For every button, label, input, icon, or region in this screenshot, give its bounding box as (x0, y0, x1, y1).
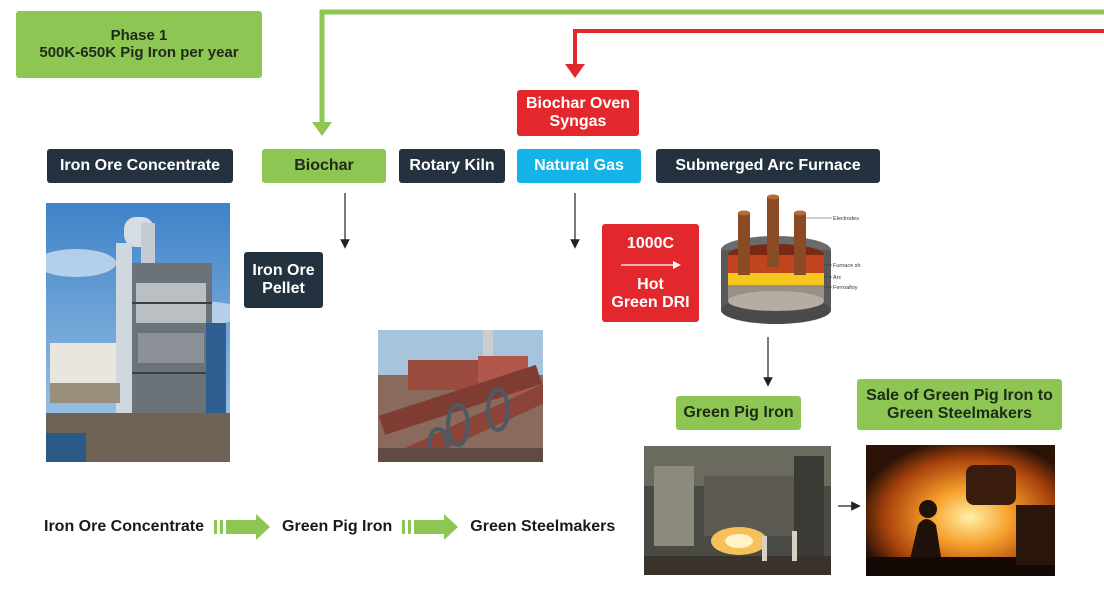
phase-title: Phase 1 (110, 27, 168, 44)
dri-line2: Green DRI (611, 293, 690, 311)
flow-step-green-pig-iron: Green Pig Iron (282, 518, 393, 535)
flow-step-green-steelmakers: Green Steelmakers (470, 518, 616, 535)
rotary-kiln-photo (378, 330, 543, 462)
sale-line2: Green Steelmakers (887, 404, 1032, 422)
iron-ore-pellet-line2: Pellet (262, 280, 305, 297)
rotary-kiln-label: Rotary Kiln (399, 149, 505, 183)
flow-arrow-icon (214, 514, 271, 540)
furnace-operation-photo (644, 446, 831, 575)
furnace-shell-label: Furnace sh (833, 263, 861, 269)
red-feedback-line (573, 29, 1104, 66)
phase-capacity: 500K-650K Pig Iron per year (39, 43, 239, 61)
biochar-oven-syngas-box: Biochar Oven Syngas (517, 90, 639, 136)
hot-green-dri-box: 1000C Hot Green DRI (602, 224, 699, 322)
steelmaking-photo (866, 445, 1055, 576)
ferroalloy-label: Ferroalloy (833, 285, 858, 291)
submerged-arc-furnace-diagram: Electrodes Furnace sh Arc Ferroalloy (712, 193, 864, 328)
electrodes-label: Electrodes (833, 216, 859, 222)
arc-label: Arc (833, 275, 842, 281)
iron-ore-concentrate-label: Iron Ore Concentrate (47, 149, 233, 183)
flow-arrow-icon (402, 514, 459, 540)
flow-step-iron-ore-concentrate: Iron Ore Concentrate (44, 518, 205, 535)
green-feedback-arrowhead (312, 122, 332, 136)
iron-ore-pellet-line1: Iron Ore (252, 262, 315, 280)
dri-line1: Hot (637, 276, 664, 294)
iron-ore-plant-photo (46, 203, 230, 462)
red-feedback-arrowhead (565, 64, 585, 78)
iron-ore-pellet-box: Iron Ore Pellet (244, 252, 323, 308)
syngas-label: Syngas (549, 113, 607, 130)
summary-flow: Iron Ore Concentrate Green Pig Iron Gree… (44, 512, 615, 542)
submerged-arc-furnace-label: Submerged Arc Furnace (656, 149, 880, 183)
sale-box: Sale of Green Pig Iron to Green Steelmak… (857, 379, 1062, 430)
sale-line1: Sale of Green Pig Iron to (866, 386, 1053, 404)
phase-box: Phase 1 500K-650K Pig Iron per year (16, 11, 262, 78)
biochar-label: Biochar (262, 149, 386, 183)
green-pig-iron-label: Green Pig Iron (676, 396, 801, 430)
dri-temperature: 1000C (626, 234, 675, 252)
natural-gas-label: Natural Gas (517, 149, 641, 183)
dri-arrow-icon (620, 261, 681, 270)
green-feedback-line (319, 9, 1104, 124)
biochar-oven-label: Biochar Oven (525, 95, 631, 113)
